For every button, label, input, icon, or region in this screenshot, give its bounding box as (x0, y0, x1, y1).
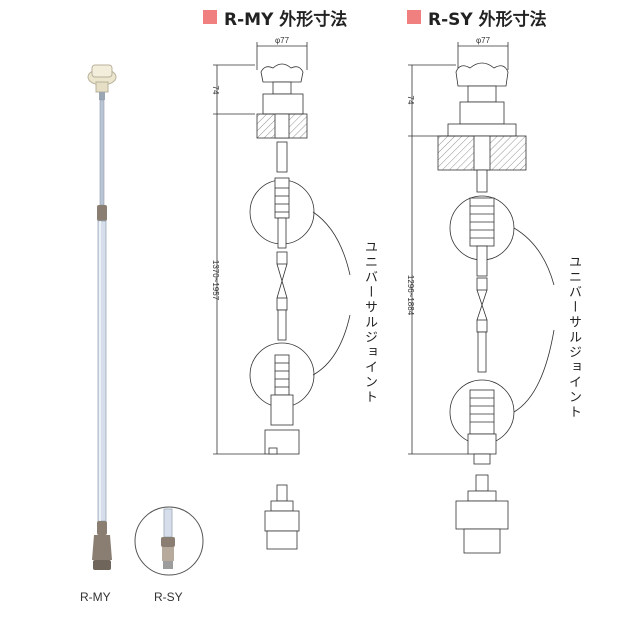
joint-label-r-my: ユニバーサルジョイント (362, 240, 377, 405)
photo-caption-inset: R-SY (154, 590, 183, 604)
diameter-label-r-sy: φ77 (476, 36, 491, 45)
joint-label-r-sy: ユニバーサルジョイント (566, 255, 581, 420)
diameter-label-r-my: φ77 (275, 36, 290, 45)
title-marker (203, 10, 217, 24)
title-marker (407, 10, 421, 24)
r-my-drawing: φ77 74 1370~1957 (211, 36, 351, 550)
diagram-title-r-my: R-MY 外形寸法 (203, 6, 347, 30)
length-dim-label-r-sy: 1296~1884 (406, 275, 415, 316)
r-sy-drawing: φ77 74 1296~1884 (406, 36, 555, 554)
photo-caption-main: R-MY (80, 590, 111, 604)
r-my-photo (87, 64, 117, 570)
r-sy-inset-photo (134, 506, 204, 576)
length-dim-label-r-my: 1370~1957 (211, 260, 220, 301)
top-dim-label-r-sy: 74 (406, 96, 415, 105)
diagram-title-r-sy: R-SY 外形寸法 (407, 6, 547, 30)
top-dim-label-r-my: 74 (211, 86, 220, 95)
